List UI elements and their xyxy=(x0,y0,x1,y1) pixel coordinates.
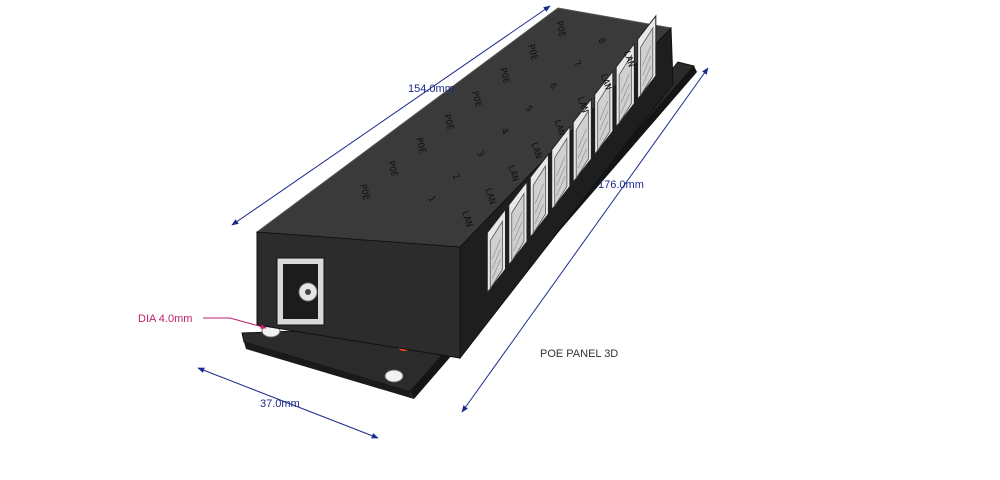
rj45-port-contact xyxy=(642,45,652,66)
dimension-length-top-label: 154.0mm xyxy=(408,83,454,95)
dimension-width-label: 37.0mm xyxy=(260,398,300,410)
hole-diameter-label: DIA 4.0mm xyxy=(138,313,192,325)
dimension-length-top: 154.0mm xyxy=(231,5,551,226)
dc-jack-pin-hole xyxy=(305,289,311,295)
top-label-poe: POE xyxy=(553,20,567,38)
drawing-caption: POE PANEL 3D xyxy=(540,348,618,360)
hole-diameter-callout: DIA 4.0mm xyxy=(138,313,267,329)
mount-hole-right xyxy=(384,369,404,383)
dimension-length-side-label: 176.0mm xyxy=(598,179,644,191)
dimension-length-side: 176.0mm xyxy=(461,67,709,413)
dimension-width: 37.0mm xyxy=(197,367,379,439)
top-label-port-number: 8 xyxy=(595,37,606,47)
top-label-lan: LAN xyxy=(621,50,636,69)
top-label-port-number: 7 xyxy=(571,59,582,69)
